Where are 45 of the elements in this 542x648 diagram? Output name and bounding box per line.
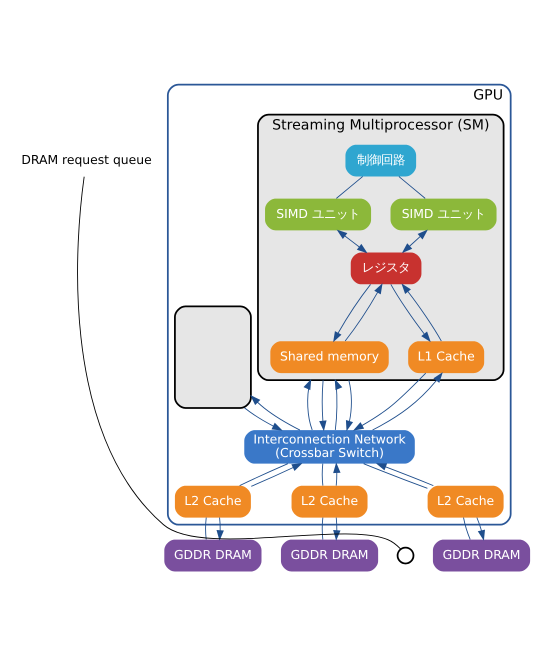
arrow bbox=[401, 282, 442, 341]
arrow bbox=[402, 229, 428, 253]
arrow bbox=[333, 284, 371, 342]
node-box: L2 Cache bbox=[292, 485, 368, 518]
node-box: GDDR DRAM bbox=[164, 539, 262, 571]
arrow bbox=[336, 229, 368, 253]
connector bbox=[322, 462, 324, 486]
connector bbox=[363, 462, 428, 488]
arrow bbox=[334, 378, 342, 430]
node-box: SIMD ユニット bbox=[390, 198, 497, 230]
node-box: GDDR DRAM bbox=[280, 539, 378, 571]
node-box: Interconnection Network (Crossbar Switch) bbox=[244, 430, 415, 464]
arrow bbox=[476, 516, 486, 540]
node-box: SIMD ユニット bbox=[265, 198, 372, 230]
connector bbox=[239, 462, 288, 486]
node-text: DRAM request queue bbox=[21, 152, 152, 166]
arrow bbox=[390, 284, 431, 342]
node-box: L1 Cache bbox=[408, 340, 484, 373]
connector bbox=[336, 176, 364, 198]
connector bbox=[463, 516, 471, 540]
connector bbox=[205, 516, 207, 540]
arrow bbox=[346, 379, 354, 431]
arrow bbox=[319, 379, 327, 431]
connector bbox=[77, 176, 402, 549]
node-box: Shared memory bbox=[270, 340, 389, 373]
arrow bbox=[333, 462, 341, 486]
node-box: L2 Cache bbox=[428, 485, 504, 518]
connector bbox=[322, 516, 324, 540]
node-box: レジスタ bbox=[350, 252, 422, 284]
arrow bbox=[372, 372, 443, 430]
node-box: L2 Cache bbox=[174, 485, 251, 518]
arrow bbox=[376, 462, 434, 486]
node-circle bbox=[396, 546, 414, 564]
arrow bbox=[344, 282, 383, 341]
arrow bbox=[244, 406, 283, 430]
node-box bbox=[174, 305, 252, 408]
arrow bbox=[304, 378, 313, 430]
arrow bbox=[353, 372, 426, 430]
arrow bbox=[216, 516, 224, 540]
arrow bbox=[250, 462, 302, 486]
node-box: GDDR DRAM bbox=[432, 539, 530, 571]
node-box: 制御回路 bbox=[345, 144, 416, 176]
connector bbox=[398, 176, 426, 198]
arrow bbox=[250, 394, 300, 430]
arrow bbox=[333, 516, 341, 540]
